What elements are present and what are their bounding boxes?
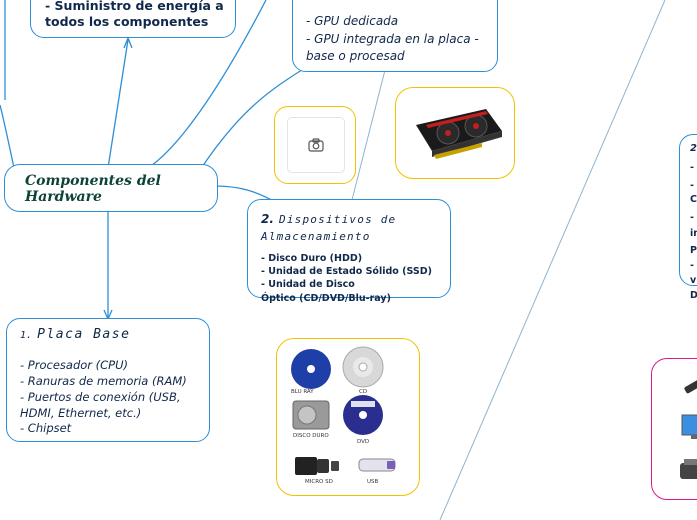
- storage-media-image: BLU RAY CD DISCO DURO DVD MICRO SD USB: [276, 338, 420, 496]
- graphics-card-image: [395, 87, 515, 179]
- label-dvd: DVD: [357, 439, 370, 445]
- label-usb: USB: [367, 479, 379, 485]
- gpu-node[interactable]: - GPU dedicada - GPU integrada en la pla…: [292, 0, 498, 72]
- right-node-fragment-4: C: [690, 194, 697, 205]
- image-placeholder-inner: [287, 117, 345, 173]
- label-microsd: MICRO SD: [305, 479, 333, 485]
- right-node[interactable]: 2 - - C - in P - v D: [679, 134, 697, 301]
- right-node-fragment-5: -: [690, 212, 694, 223]
- right-node-fragment-1: 2: [690, 143, 697, 154]
- board-item-2: - Ranuras de memoria (RAM): [20, 374, 187, 388]
- peripherals-icons: [680, 379, 697, 479]
- right-node-fragment-8: -: [690, 260, 694, 271]
- center-title: Componentes del Hardware: [25, 173, 161, 205]
- center-node[interactable]: Componentes del Hardware: [4, 164, 218, 212]
- right-node-fragment-6: in: [690, 228, 697, 239]
- graphics-card-icon: [416, 109, 502, 159]
- board-node-title-text: Placa Base: [37, 327, 131, 342]
- board-item-4: - Chipset: [20, 421, 72, 435]
- connector-gpu-down: [351, 69, 386, 201]
- right-node-fragment-3: -: [690, 180, 694, 191]
- gpu-item-1: - GPU dedicada: [306, 14, 399, 28]
- storage-node-number: 2.: [261, 212, 274, 226]
- arrow-power: [123, 36, 133, 49]
- storage-item-3: - Unidad de Disco Óptico (CD/DVD/Blu-ray…: [261, 279, 391, 304]
- connector-center-power: [107, 39, 129, 169]
- right-node-fragment-10: D: [690, 290, 697, 301]
- power-node-text: - Suministro de energía a todos los comp…: [45, 0, 224, 29]
- gpu-item-2: - GPU integrada en la placa - base o pro…: [306, 32, 479, 63]
- camera-icon: [308, 138, 324, 152]
- label-cd: CD: [359, 389, 368, 395]
- storage-item-2: - Unidad de Estado Sólido (SSD): [261, 266, 432, 277]
- board-node[interactable]: 1. Placa Base - Procesador (CPU) - Ranur…: [6, 318, 210, 442]
- label-bluray: BLU RAY: [291, 389, 314, 395]
- peripherals-image: [651, 358, 697, 500]
- storage-media-icons: [291, 346, 396, 475]
- board-node-title: 1. Placa Base: [20, 325, 210, 344]
- right-node-fragment-9: v: [690, 275, 697, 286]
- board-item-1: - Procesador (CPU): [20, 358, 129, 372]
- right-node-fragment-7: P: [690, 245, 697, 256]
- board-node-number: 1.: [20, 330, 33, 341]
- connector-diagonal: [439, 0, 666, 520]
- power-node[interactable]: - Suministro de energía a todos los comp…: [30, 0, 236, 38]
- right-node-fragment-2: -: [690, 162, 694, 173]
- connector-center-gpu: [199, 67, 306, 171]
- storage-node-title: 2. Dispositivos de Almacenamiento: [261, 210, 451, 244]
- storage-node-title-text: Dispositivos de Almacenamiento: [261, 213, 397, 243]
- storage-node[interactable]: 2. Dispositivos de Almacenamiento - Disc…: [247, 199, 451, 304]
- label-hdd: DISCO DURO: [293, 433, 329, 439]
- image-placeholder[interactable]: [274, 106, 356, 184]
- connector-center-top: [147, 0, 267, 169]
- board-item-3: - Puertos de conexión (USB, HDMI, Ethern…: [20, 390, 181, 420]
- storage-item-1: - Disco Duro (HDD): [261, 253, 363, 264]
